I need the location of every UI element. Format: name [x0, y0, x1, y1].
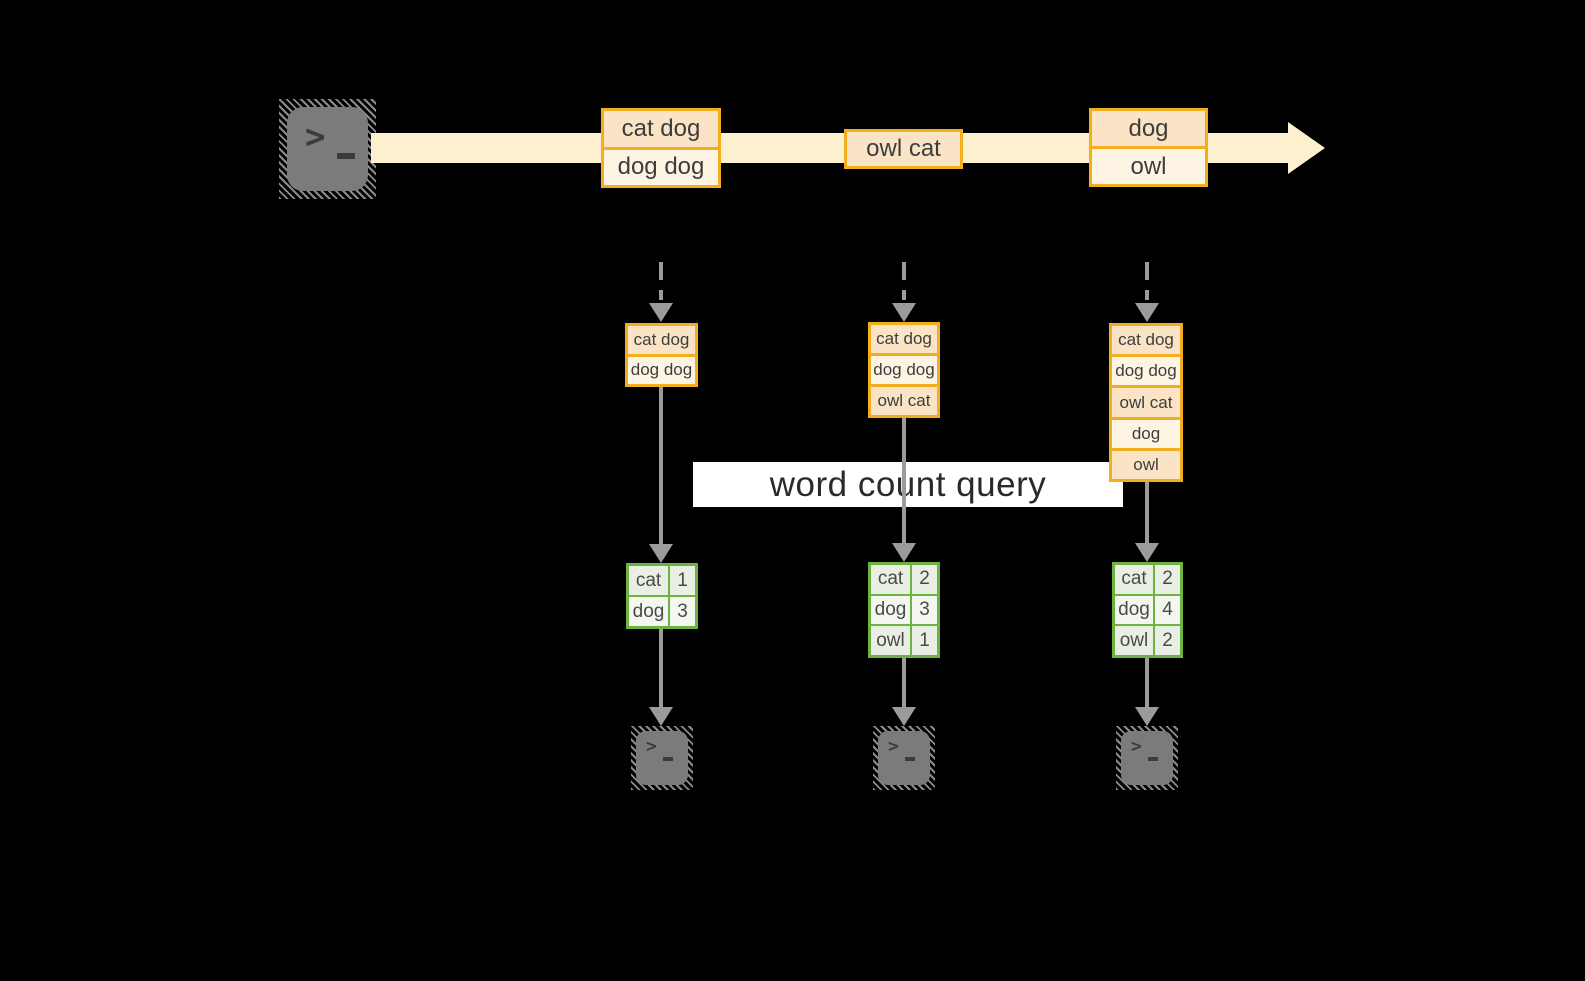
stream-arrow-head-icon [1288, 122, 1325, 174]
dashed-arrow-line [659, 262, 663, 300]
state-row: owl cat [871, 387, 937, 415]
dashed-arrow-head-icon [1135, 303, 1159, 322]
count-cell: 2 [1155, 565, 1180, 594]
count-cell: 2 [912, 565, 937, 594]
state-row: cat dog [628, 326, 695, 354]
arrow-head-icon [649, 707, 673, 726]
prompt-cursor-icon [905, 757, 915, 761]
sink-terminal-icon-2: > [873, 726, 935, 790]
sink-terminal-icon-1: > [631, 726, 693, 790]
source-terminal-icon: > [279, 99, 376, 199]
state-row: owl cat [1112, 388, 1180, 417]
prompt-chevron-icon: > [888, 736, 899, 757]
word-count-table-2: cat 2 dog 3 owl 1 [868, 562, 940, 658]
prompt-chevron-icon: > [1131, 736, 1142, 757]
arrow-head-icon [1135, 543, 1159, 562]
dashed-arrow-line [902, 262, 906, 300]
terminal-screen: > [287, 107, 368, 191]
word-cell: owl [871, 626, 910, 655]
arrow-line [659, 629, 663, 707]
word-count-table-3: cat 2 dog 4 owl 2 [1112, 562, 1183, 658]
arrow-head-icon [1135, 707, 1159, 726]
count-cell: 4 [1155, 595, 1180, 625]
prompt-chevron-icon: > [305, 117, 326, 157]
terminal-screen: > [878, 731, 930, 785]
state-buffer-3: cat dog dog dog owl cat dog owl [1109, 323, 1183, 482]
arrow-line [659, 387, 663, 544]
dashed-arrow-head-icon [892, 303, 916, 322]
count-cell: 3 [912, 595, 937, 625]
record-row: dog [1092, 111, 1205, 146]
stream-record-2: owl cat [844, 129, 963, 169]
state-row: cat dog [871, 325, 937, 353]
record-row: owl cat [847, 132, 960, 166]
state-row: dog dog [871, 356, 937, 384]
word-cell: cat [871, 565, 910, 594]
record-row: dog dog [604, 149, 718, 185]
state-row: dog dog [1112, 357, 1180, 386]
record-row: owl [1092, 149, 1205, 184]
arrow-line [1145, 482, 1149, 543]
state-buffer-2: cat dog dog dog owl cat [868, 322, 940, 418]
arrow-head-icon [892, 543, 916, 562]
terminal-screen: > [1121, 731, 1173, 785]
query-band: word count query [693, 462, 1123, 507]
count-cell: 3 [670, 597, 695, 626]
dashed-arrow-head-icon [649, 303, 673, 322]
word-cell: owl [1115, 626, 1153, 655]
stream-record-1: cat dog dog dog [601, 108, 721, 188]
word-cell: cat [629, 566, 668, 595]
word-cell: dog [871, 595, 910, 625]
prompt-cursor-icon [337, 153, 355, 159]
state-row: dog dog [628, 356, 695, 384]
word-cell: dog [629, 597, 668, 626]
dashed-arrow-line [1145, 262, 1149, 300]
count-cell: 2 [1155, 626, 1180, 655]
arrow-head-icon [892, 707, 916, 726]
terminal-screen: > [636, 731, 688, 785]
prompt-chevron-icon: > [646, 736, 657, 757]
arrow-line [902, 418, 906, 543]
prompt-cursor-icon [1148, 757, 1158, 761]
state-buffer-1: cat dog dog dog [625, 323, 698, 387]
state-row: cat dog [1112, 326, 1180, 355]
state-row: owl [1112, 450, 1180, 480]
prompt-cursor-icon [663, 757, 673, 761]
query-label: word count query [769, 464, 1047, 504]
word-count-table-1: cat 1 dog 3 [626, 563, 698, 629]
record-row: cat dog [604, 111, 718, 147]
stream-record-3: dog owl [1089, 108, 1208, 187]
arrow-head-icon [649, 544, 673, 563]
word-cell: cat [1115, 565, 1153, 594]
state-row: dog [1112, 419, 1180, 448]
arrow-line [902, 658, 906, 707]
count-cell: 1 [912, 626, 937, 655]
sink-terminal-icon-3: > [1116, 726, 1178, 790]
count-cell: 1 [670, 566, 695, 595]
word-cell: dog [1115, 595, 1153, 625]
arrow-line [1145, 658, 1149, 707]
